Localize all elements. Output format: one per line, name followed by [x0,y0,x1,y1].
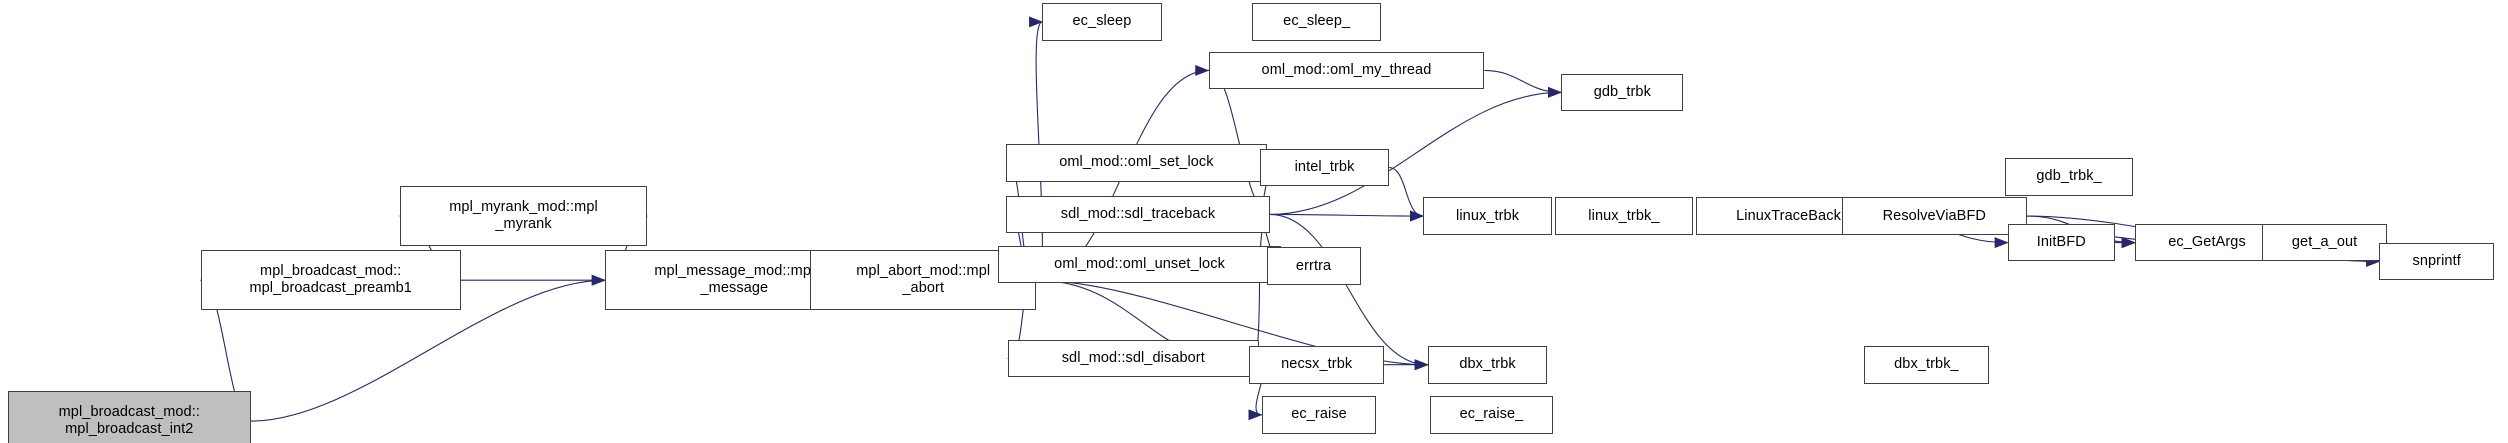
graph-node-label: linux_trbk_ [1588,207,1660,224]
graph-node-ResolveViaBFD[interactable]: ResolveViaBFD [1841,197,2027,235]
graph-node-label: mpl_broadcast_mod:: mpl_broadcast_preamb… [249,263,412,297]
graph-node-ec_raise_u[interactable]: ec_raise_ [1429,396,1554,434]
graph-node-ec_GetArgs[interactable]: ec_GetArgs [2134,223,2280,262]
graph-node-label: mpl_broadcast_mod:: mpl_broadcast_int2 [58,404,200,438]
graph-node-label: mpl_myrank_mod::mpl _myrank [449,199,598,232]
graph-node-get_a_out[interactable]: get_a_out [2261,223,2388,262]
graph-node-label: linux_trbk [1456,207,1520,224]
graph-node-mpl_broadcast_preamb1[interactable]: mpl_broadcast_mod:: mpl_broadcast_preamb… [200,250,461,310]
graph-node-label: dbx_trbk_ [1894,356,1959,373]
graph-node-label: ResolveViaBFD [1882,207,1986,224]
graph-node-mpl_myrank[interactable]: mpl_myrank_mod::mpl _myrank [399,186,648,246]
graph-node-label: InitBFD [2036,234,2086,251]
graph-node-label: gdb_trbk_ [2036,168,2102,185]
graph-node-gdb_trbk[interactable]: gdb_trbk [1561,73,1684,112]
graph-node-dbx_trbk[interactable]: dbx_trbk [1427,345,1548,384]
graph-edge-sdl_traceback-to-dbx_trbk [1270,214,1429,371]
graph-node-snprintf[interactable]: snprintf [2379,242,2494,281]
graph-node-label: oml_mod::oml_set_lock [1059,154,1214,171]
graph-edge-sdl_traceback-to-oml_my_thread [1207,65,1270,214]
graph-node-errtra[interactable]: errtra [1266,247,1361,285]
graph-node-label: intel_trbk [1294,158,1355,175]
graph-node-label: oml_mod::oml_my_thread [1261,61,1432,78]
graph-node-label: get_a_out [2291,234,2358,251]
graph-node-intel_trbk[interactable]: intel_trbk [1260,148,1389,187]
graph-node-label: LinuxTraceBack [1736,207,1841,224]
graph-node-ec_sleep_u[interactable]: ec_sleep_ [1252,3,1381,41]
graph-node-oml_my_thread[interactable]: oml_mod::oml_my_thread [1208,51,1485,90]
graph-node-gdb_trbk_u[interactable]: gdb_trbk_ [2004,158,2134,196]
graph-node-InitBFD[interactable]: InitBFD [2007,223,2115,262]
graph-node-ec_sleep[interactable]: ec_sleep [1042,3,1162,41]
graph-node-sdl_traceback[interactable]: sdl_mod::sdl_traceback [1006,195,1270,234]
graph-node-label: gdb_trbk [1593,83,1651,100]
graph-node-label: ec_raise_ [1459,406,1524,423]
graph-node-linux_trbk_u[interactable]: linux_trbk_ [1554,197,1693,235]
graph-node-dbx_trbk_u[interactable]: dbx_trbk_ [1863,345,1990,384]
graph-node-label: ec_sleep [1072,13,1132,30]
graph-node-label: sdl_mod::sdl_traceback [1060,205,1216,222]
graph-node-label: mpl_abort_mod::mpl _abort [856,263,991,297]
graph-node-label: oml_mod::oml_unset_lock [1054,256,1225,273]
graph-node-label: mpl_message_mod::mpl _message [654,263,815,297]
graph-node-mpl_broadcast_int2[interactable]: mpl_broadcast_mod:: mpl_broadcast_int2 [7,391,251,443]
graph-node-label: snprintf [2412,252,2461,269]
graph-edge-sdl_traceback-to-linux_trbk [1270,210,1425,222]
graph-node-oml_set_lock[interactable]: oml_mod::oml_set_lock [1006,144,1267,182]
graph-node-label: errtra [1295,257,1332,274]
graph-node-linux_trbk[interactable]: linux_trbk [1423,197,1552,235]
graph-node-label: ec_GetArgs [2168,234,2246,251]
graph-node-sdl_disabort[interactable]: sdl_mod::sdl_disabort [1007,339,1259,378]
graph-node-ec_raise[interactable]: ec_raise [1261,396,1377,434]
graph-node-label: ec_sleep_ [1283,13,1351,30]
graph-node-oml_unset_lock[interactable]: oml_mod::oml_unset_lock [998,245,1281,284]
graph-node-label: sdl_mod::sdl_disabort [1061,349,1205,366]
graph-node-label: necsx_trbk [1281,356,1353,373]
graph-edge-intel_trbk-to-linux_trbk [1389,167,1425,222]
graph-node-label: ec_raise [1291,406,1347,423]
graph-node-necsx_trbk[interactable]: necsx_trbk [1249,345,1385,384]
graph-edge-oml_my_thread-to-gdb_trbk [1484,70,1563,98]
graph-node-label: dbx_trbk [1459,356,1516,373]
